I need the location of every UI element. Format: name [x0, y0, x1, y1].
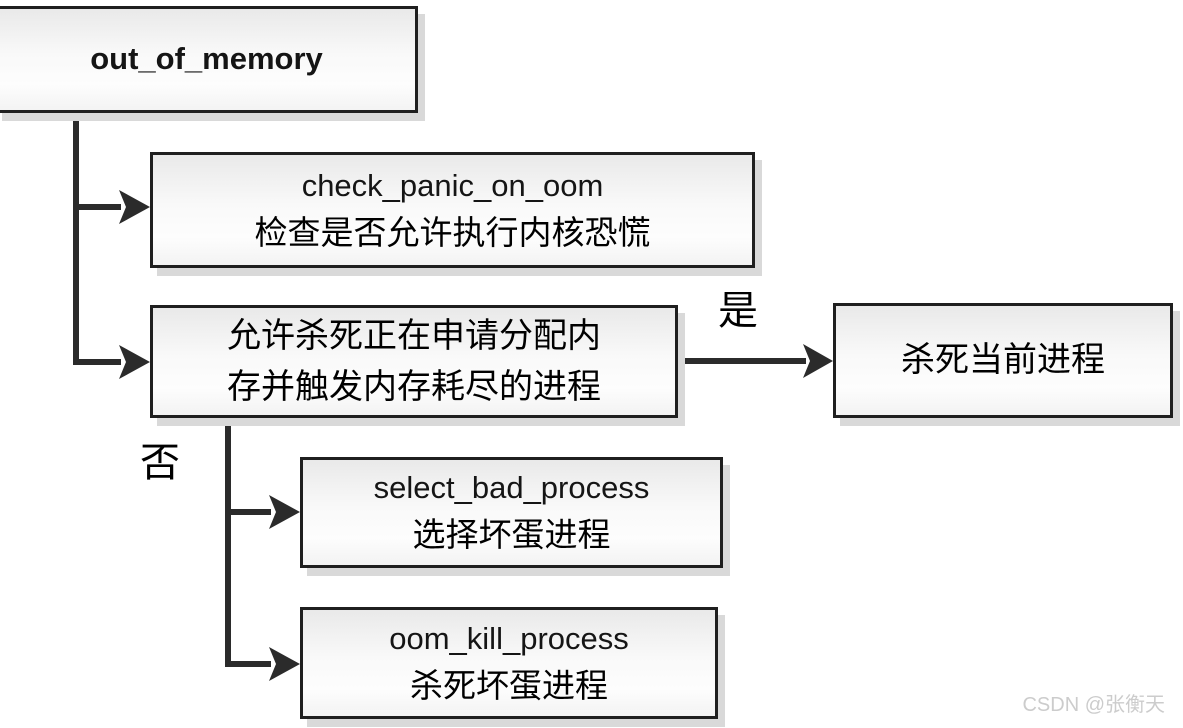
- arrowhead-icon: [269, 495, 300, 529]
- arrowhead-icon: [119, 190, 150, 224]
- node-check-panic-on-oom: check_panic_on_oom 检查是否允许执行内核恐慌: [150, 152, 755, 268]
- connector-to-oom-kill: [225, 661, 271, 667]
- node-title: check_panic_on_oom: [301, 167, 604, 203]
- connector-yes-to-kill-current: [678, 358, 806, 364]
- connector-to-select-bad: [225, 509, 271, 515]
- arrowhead-icon: [119, 345, 150, 379]
- node-subtitle: 选择坏蛋进程: [412, 515, 611, 555]
- node-subtitle: 杀死坏蛋进程: [410, 665, 608, 705]
- node-title: select_bad_process: [373, 470, 650, 506]
- connector-no-trunk: [225, 417, 231, 667]
- watermark: CSDN @张衡天: [1022, 694, 1165, 716]
- edge-label-no: 否: [140, 440, 180, 486]
- node-title: oom_kill_process: [389, 620, 629, 656]
- node-oom-kill-process: oom_kill_process 杀死坏蛋进程: [300, 607, 718, 719]
- node-subtitle: 检查是否允许执行内核恐慌: [254, 212, 651, 252]
- node-kill-current-process: 杀死当前进程: [833, 303, 1173, 418]
- arrowhead-icon: [269, 647, 300, 681]
- edge-label-yes: 是: [718, 288, 758, 334]
- connector-root-to-check-panic: [73, 204, 121, 210]
- node-allow-kill-allocating-process: 允许杀死正在申请分配内 存并触发内存耗尽的进程: [150, 305, 678, 418]
- connector-root-to-allow-kill: [73, 359, 121, 365]
- node-label: out_of_memory: [90, 41, 323, 77]
- node-text-line1: 允许杀死正在申请分配内: [227, 315, 601, 356]
- node-out-of-memory: out_of_memory: [0, 6, 418, 113]
- node-label: 杀死当前进程: [901, 339, 1105, 380]
- arrowhead-icon: [803, 344, 833, 378]
- connector-root-trunk: [73, 110, 79, 365]
- node-select-bad-process: select_bad_process 选择坏蛋进程: [300, 457, 723, 568]
- node-text-line2: 存并触发内存耗尽的进程: [227, 366, 601, 407]
